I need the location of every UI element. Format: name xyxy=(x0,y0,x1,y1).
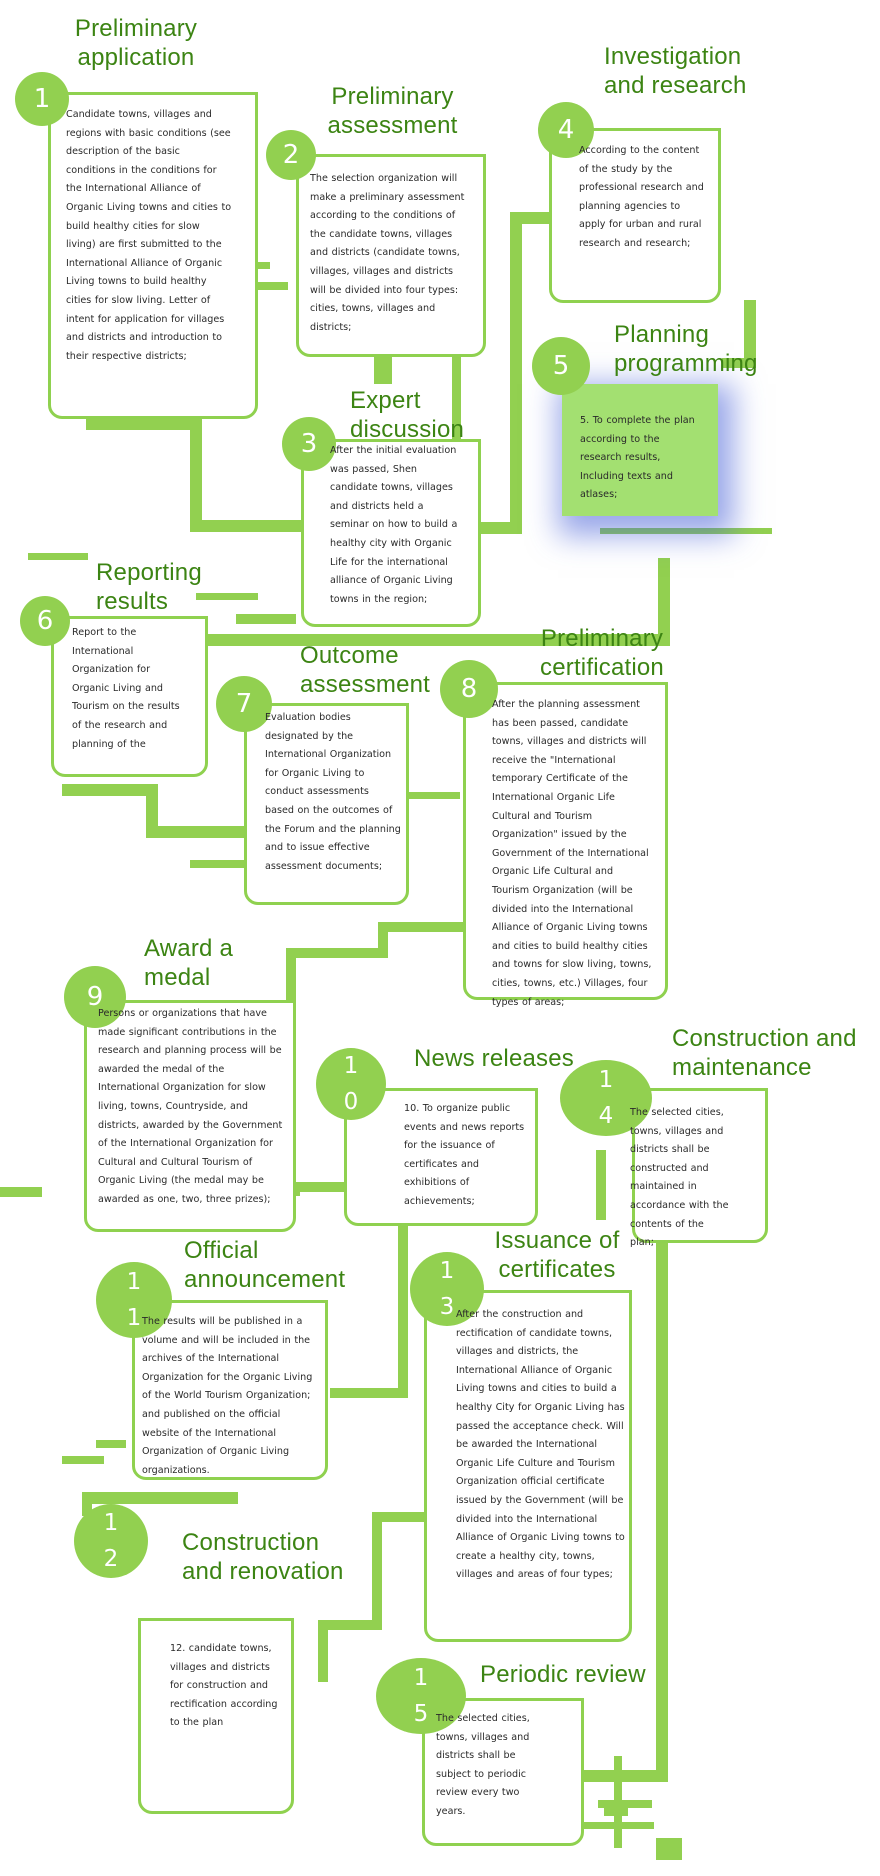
step-5-title: Planning programming xyxy=(614,321,758,377)
step-12-number-badge: 12 xyxy=(74,1504,148,1578)
step-10-title: News releases xyxy=(414,1045,574,1072)
step-11-number-badge: 11 xyxy=(96,1262,172,1338)
step-10-card xyxy=(344,1088,538,1226)
step-1-title: Preliminary application xyxy=(74,15,198,71)
step-9-card xyxy=(84,1000,296,1232)
step-1-card xyxy=(48,92,258,419)
step-13-description: After the construction and rectification… xyxy=(456,1309,625,1581)
step-1-description: Candidate towns, villages and regions wi… xyxy=(66,109,232,362)
step-4-number-badge: 4 xyxy=(538,102,594,158)
step-2-number-badge: 2 xyxy=(266,130,316,180)
step-3-card xyxy=(301,439,481,627)
step-13-title: Issuance of certificates xyxy=(494,1227,620,1283)
step-8-description: After the planning assessment has been p… xyxy=(492,699,652,1008)
step-12-card xyxy=(138,1618,294,1814)
step-6-description: Report to the International Organization… xyxy=(72,627,180,750)
step-7-description: Evaluation bodies designated by the Inte… xyxy=(265,712,401,872)
step-4-description: According to the content of the study by… xyxy=(579,145,704,249)
step-11-title: Official announcement xyxy=(184,1237,346,1293)
step-9-title: Award a medal xyxy=(144,935,234,991)
step-12-description: 12. candidate towns, villages and distri… xyxy=(170,1643,278,1729)
step-5-card xyxy=(562,384,718,516)
step-15-description: The selected cities, towns, villages and… xyxy=(436,1713,530,1817)
step-2-description: The selection organization will make a p… xyxy=(310,173,465,333)
step-3-title: Expert discussion xyxy=(350,387,465,443)
step-14-card xyxy=(632,1088,768,1243)
step-14-title: Construction and maintenance xyxy=(672,1025,857,1081)
step-4-title: Investigation and research xyxy=(604,43,747,99)
step-3-number-badge: 3 xyxy=(282,417,336,471)
step-11-card xyxy=(132,1300,328,1480)
step-14-description: The selected cities, towns, villages and… xyxy=(630,1107,729,1249)
step-15-number-badge: 15 xyxy=(376,1658,466,1734)
step-11-description: The results will be published in a volum… xyxy=(142,1316,313,1476)
step-4-card xyxy=(549,128,721,303)
step-8-card xyxy=(463,682,668,1000)
step-3-description: After the initial evaluation was passed,… xyxy=(330,445,458,605)
step-6-number-badge: 6 xyxy=(20,596,70,646)
step-8-title: Preliminary certification xyxy=(540,625,664,681)
step-9-number-badge: 9 xyxy=(64,966,126,1028)
step-15-title: Periodic review xyxy=(480,1661,646,1688)
step-1-number-badge: 1 xyxy=(15,72,69,126)
step-2-title: Preliminary assessment xyxy=(327,83,458,139)
step-13-number-badge: 13 xyxy=(410,1252,484,1326)
step-13-card xyxy=(424,1290,632,1642)
step-8-number-badge: 8 xyxy=(440,660,498,718)
step-10-number-badge: 10 xyxy=(316,1048,386,1120)
step-7-title: Outcome assessment xyxy=(300,642,431,698)
step-6-card xyxy=(51,616,208,777)
step-12-title: Construction and renovation xyxy=(182,1529,344,1585)
step-5-number-badge: 5 xyxy=(532,337,590,395)
step-2-card xyxy=(296,154,486,357)
step-9-description: Persons or organizations that have made … xyxy=(98,1008,283,1205)
step-14-number-badge: 14 xyxy=(560,1060,652,1136)
step-7-card xyxy=(244,703,409,905)
step-5-description: 5. To complete the plan according to the… xyxy=(580,415,695,501)
step-7-number-badge: 7 xyxy=(216,676,272,732)
step-6-title: Reporting results xyxy=(96,559,202,615)
step-10-description: 10. To organize public events and news r… xyxy=(404,1103,525,1207)
